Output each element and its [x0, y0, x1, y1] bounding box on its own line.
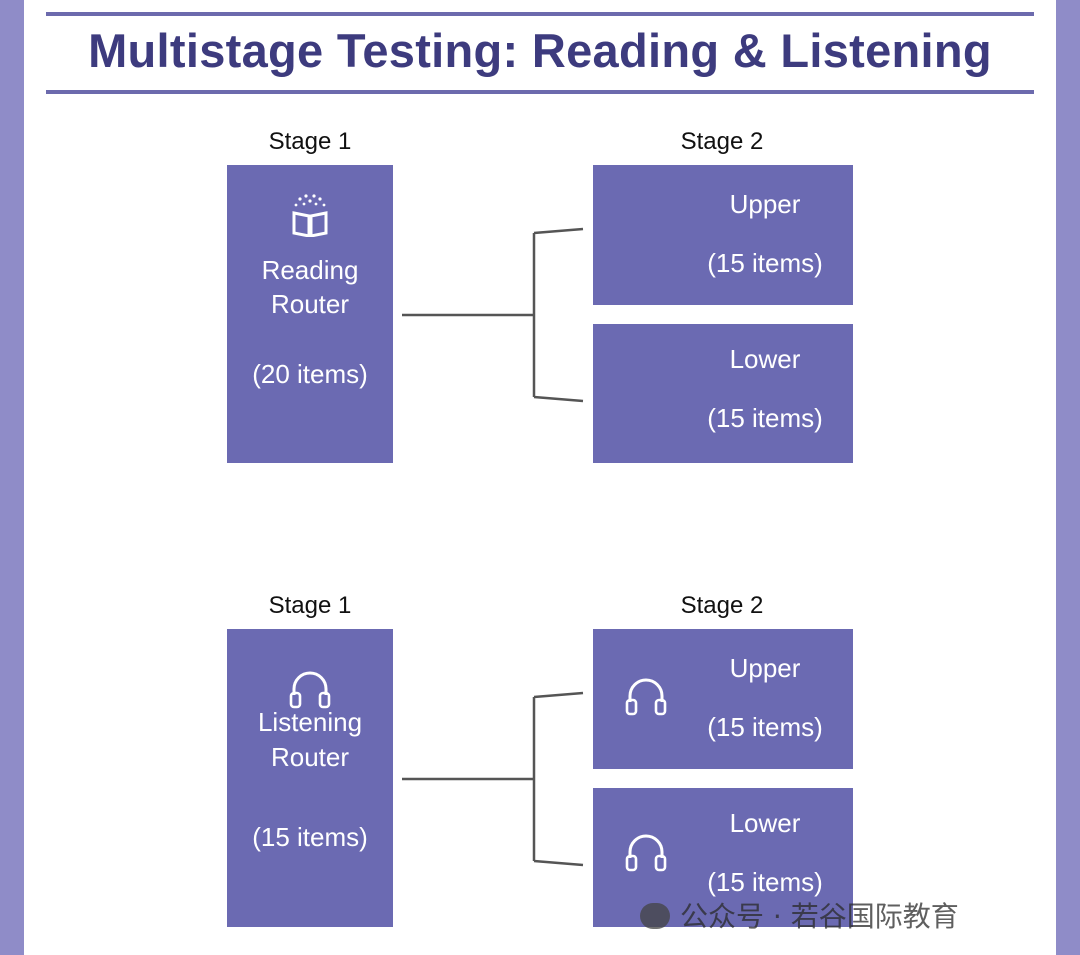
bottom-rule [46, 90, 1034, 94]
reading-lower-label: Lower [729, 344, 801, 374]
listening-router-items: (15 items) [252, 822, 368, 852]
reading-router-box: Reading Router (20 items) [227, 165, 393, 463]
open-book-icon [292, 194, 328, 237]
top-rule [46, 12, 1034, 16]
reading-lower-box: Lower (15 items) [593, 324, 853, 463]
reading-upper-label: Upper [729, 189, 801, 219]
reading-connector [402, 227, 584, 403]
headphones-icon [625, 678, 667, 716]
reading-router-line1: Reading [261, 255, 359, 285]
chat-icon [640, 903, 670, 929]
listening-stage2-label: Stage 2 [680, 592, 764, 619]
listening-lower-box: Lower (15 items) [593, 788, 853, 927]
watermark-text: 公众号 · 若谷国际教育 [680, 900, 959, 933]
listening-upper-items: (15 items) [707, 712, 823, 742]
listening-upper-box: Upper (15 items) [593, 629, 853, 769]
headphones-icon [289, 671, 331, 709]
reading-lower-items: (15 items) [707, 403, 823, 433]
reading-upper-items: (15 items) [707, 248, 823, 278]
listening-router-line1: Listening [257, 707, 363, 737]
content-panel [24, 0, 1056, 955]
listening-lower-label: Lower [729, 808, 801, 838]
reading-stage2-label: Stage 2 [680, 128, 764, 155]
watermark: 公众号 · 若谷国际教育 [640, 895, 1060, 933]
listening-upper-label: Upper [729, 653, 801, 683]
reading-router-line2: Router [270, 289, 350, 319]
listening-connector [402, 691, 584, 867]
reading-upper-box: Upper (15 items) [593, 165, 853, 305]
reading-stage1-label: Stage 1 [268, 128, 352, 155]
headphones-icon [625, 834, 667, 872]
reading-router-items: (20 items) [252, 359, 368, 389]
listening-router-box: Listening Router (15 items) [227, 629, 393, 927]
listening-lower-items: (15 items) [707, 867, 823, 897]
page-title: Multistage Testing: Reading & Listening [88, 24, 992, 77]
listening-router-line2: Router [270, 742, 350, 772]
listening-stage1-label: Stage 1 [268, 592, 352, 619]
